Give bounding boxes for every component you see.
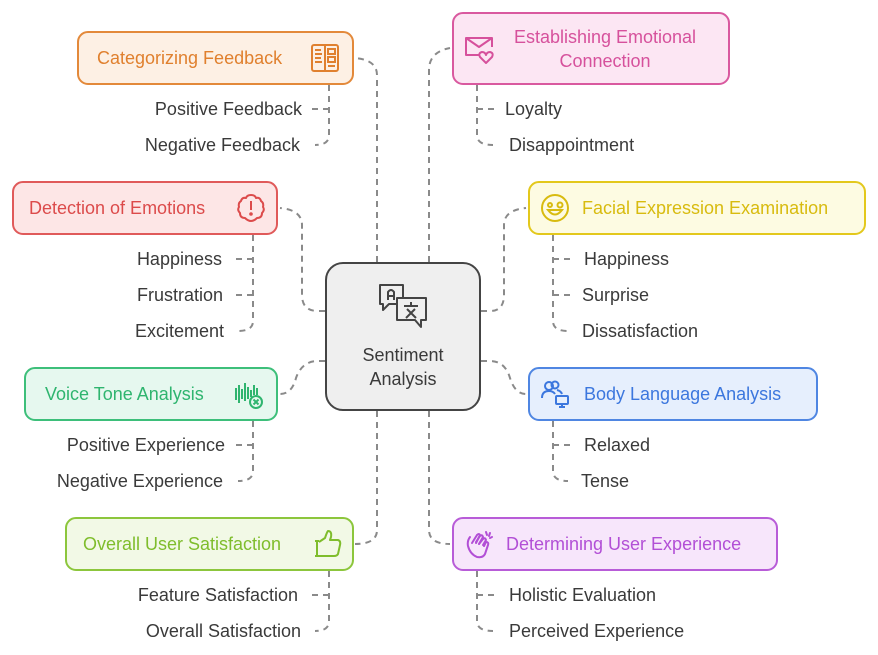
connector-detection-leaf: [236, 258, 253, 296]
leaf-positive-feedback: Positive Feedback: [154, 99, 302, 119]
thumbs-up-icon: [312, 529, 342, 559]
leaf-perceived-experience: Perceived Experience: [509, 621, 685, 641]
branch-determining-user-experience[interactable]: Determining User Experience: [452, 517, 778, 571]
connector-satisfaction-leaves: [314, 571, 330, 632]
branch-label: Determining User Experience: [506, 533, 742, 554]
central-topic-node[interactable]: Sentiment Analysis: [325, 262, 481, 411]
branch-label: Overall User Satisfaction: [83, 533, 282, 554]
layout-panels-icon: [310, 43, 340, 73]
branch-establishing-emotional-connection[interactable]: Establishing Emotional Connection: [452, 12, 730, 85]
connector-center-voice: [279, 360, 325, 395]
branch-facial-expression-examination[interactable]: Facial Expression Examination: [528, 181, 866, 235]
leaf-loyalty: Loyalty: [505, 99, 563, 119]
connector-center-categorizing: [354, 57, 378, 262]
connector-emotional-leaves: [476, 85, 494, 146]
leaf-negative-experience: Negative Experience: [56, 471, 223, 491]
branch-label: Establishing Emotional Connection: [494, 25, 716, 73]
leaf-happiness: Happiness: [136, 249, 222, 269]
leaf-holistic-evaluation: Holistic Evaluation: [509, 585, 657, 605]
leaf-tense: Tense: [581, 471, 630, 491]
connector-experience-leaves: [476, 571, 494, 632]
branch-detection-of-emotions[interactable]: Detection of Emotions: [12, 181, 278, 235]
connector-center-experience: [428, 411, 451, 545]
leaf-surprise: Surprise: [582, 285, 650, 305]
central-topic-title: Sentiment Analysis: [362, 343, 443, 391]
connector-center-satisfaction: [354, 411, 378, 545]
users-monitor-icon: [540, 379, 570, 409]
branch-categorizing-feedback[interactable]: Categorizing Feedback: [77, 31, 354, 85]
branch-overall-user-satisfaction[interactable]: Overall User Satisfaction: [65, 517, 354, 571]
clapping-hands-icon: [464, 529, 494, 559]
leaf-positive-experience: Positive Experience: [66, 435, 225, 455]
branch-label-line2: Connection: [559, 50, 651, 71]
smiley-face-icon: [540, 193, 570, 223]
translate-icon: [377, 282, 429, 337]
leaf-overall-satisfaction: Overall Satisfaction: [145, 621, 301, 641]
branch-voice-tone-analysis[interactable]: Voice Tone Analysis: [24, 367, 278, 421]
leaf-dissatisfaction: Dissatisfaction: [582, 321, 699, 341]
connector-center-emotional: [428, 47, 451, 262]
branch-label: Categorizing Feedback: [97, 47, 283, 68]
alert-badge-icon: [236, 193, 266, 223]
branch-label-line1: Establishing Emotional: [513, 26, 697, 47]
mail-heart-icon: [464, 34, 494, 64]
branch-body-language-analysis[interactable]: Body Language Analysis: [528, 367, 818, 421]
leaf-feature-satisfaction: Feature Satisfaction: [137, 585, 298, 605]
branch-label: Detection of Emotions: [29, 197, 206, 218]
branch-label: Voice Tone Analysis: [45, 383, 204, 404]
audio-wave-cancel-icon: [234, 379, 264, 409]
leaf-relaxed: Relaxed: [584, 435, 651, 455]
connector-facial-leaves: [552, 235, 569, 332]
connector-center-detection: [279, 207, 325, 312]
connector-detection-leaves: [237, 235, 254, 332]
leaf-negative-feedback: Negative Feedback: [144, 135, 300, 155]
connector-categorizing-leaves: [314, 85, 330, 146]
connector-center-body: [481, 360, 527, 395]
branch-label: Body Language Analysis: [584, 383, 782, 404]
central-title-line2: Analysis: [369, 369, 437, 389]
connector-voice-leaves: [237, 421, 254, 482]
leaf-disappointment: Disappointment: [509, 135, 635, 155]
branch-label: Facial Expression Examination: [582, 197, 829, 218]
leaf-frustration: Frustration: [136, 285, 223, 305]
leaf-happiness: Happiness: [584, 249, 670, 269]
connector-facial-leaf: [553, 258, 572, 296]
central-title-line1: Sentiment: [362, 345, 444, 365]
connector-center-facial: [481, 207, 527, 312]
leaf-excitement: Excitement: [134, 321, 224, 341]
connector-body-leaves: [552, 421, 569, 482]
